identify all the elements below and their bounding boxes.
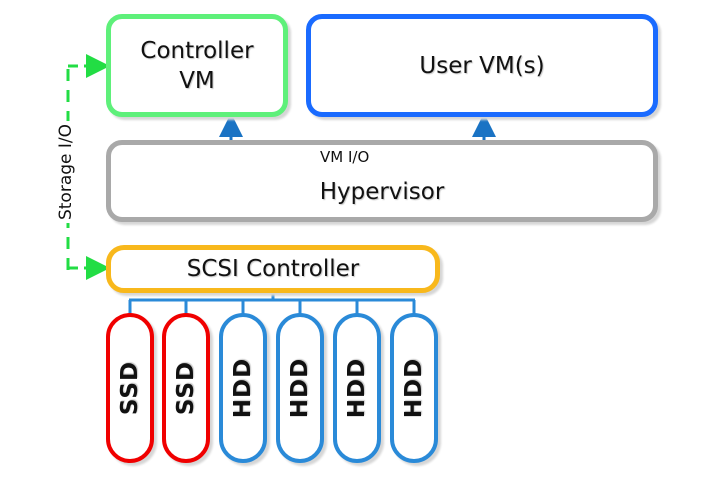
disk-hdd: HDD bbox=[276, 313, 324, 463]
user-vms-box: User VM(s) bbox=[306, 14, 658, 117]
disk-hdd: HDD bbox=[219, 313, 267, 463]
controller-vm-label-line1: Controller bbox=[140, 37, 254, 64]
controller-vm-label-line2: VM bbox=[179, 67, 215, 94]
scsi-controller-box: SCSI Controller bbox=[106, 245, 440, 293]
storage-io-label: Storage I/O bbox=[56, 120, 76, 224]
user-vms-label: User VM(s) bbox=[419, 52, 545, 79]
disk-label: HDD bbox=[401, 357, 427, 419]
disk-hdd: HDD bbox=[333, 313, 381, 463]
disk-label: HDD bbox=[287, 357, 313, 419]
disk-label: SSD bbox=[173, 360, 200, 416]
scsi-controller-label: SCSI Controller bbox=[186, 256, 360, 282]
disk-label: SSD bbox=[117, 360, 144, 416]
disk-label: HDD bbox=[230, 357, 256, 419]
hypervisor-box: Hypervisor bbox=[106, 140, 658, 222]
disk-ssd: SSD bbox=[106, 313, 154, 463]
disk-label: HDD bbox=[344, 357, 370, 419]
vm-io-label: VM I/O bbox=[318, 148, 372, 166]
disk-hdd: HDD bbox=[390, 313, 438, 463]
disk-ssd: SSD bbox=[162, 313, 210, 463]
hypervisor-label: Hypervisor bbox=[319, 179, 445, 205]
